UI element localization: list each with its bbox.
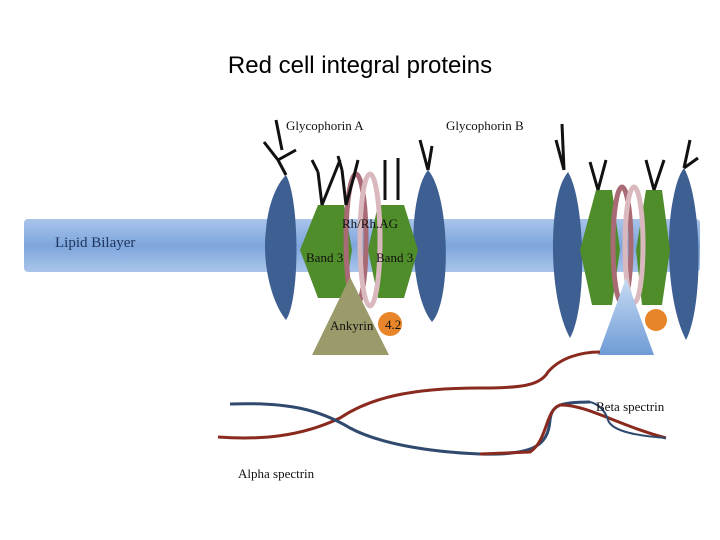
glycophorin-right-1 — [552, 172, 583, 338]
glycan-chains-left — [262, 119, 434, 206]
glycophorin-b-left — [413, 170, 446, 322]
glycan-chains-right — [554, 123, 699, 191]
protein-4-2-right — [645, 309, 667, 331]
glycophorin-b-label: Glycophorin B — [446, 118, 524, 133]
slide-title: Red cell integral proteins — [227, 52, 493, 79]
glycophorin-right-2 — [668, 168, 699, 340]
protein-4-2 — [378, 312, 402, 336]
beta-spectrin-label: Beta spectrin — [596, 399, 665, 414]
band3-left-protein — [300, 205, 352, 298]
beta-spectrin-strand-left — [217, 350, 601, 440]
alpha-spectrin-label: Alpha spectrin — [238, 466, 315, 481]
lipid-bilayer-label: Lipid Bilayer — [55, 235, 135, 251]
glycophorin-a-left — [264, 175, 297, 320]
ankyrin-label: Ankyrin — [330, 318, 374, 333]
glycophorin-a-label: Glycophorin A — [286, 118, 364, 133]
band3-left-label: Band 3 — [306, 250, 343, 265]
alpha-spectrin-strand-right — [589, 401, 667, 439]
band3-right-complex-1 — [580, 190, 620, 305]
band3-right-label: Band 3 — [376, 250, 413, 265]
rh-ring-2 — [357, 171, 383, 309]
protein-4-2-label: 4.2 — [385, 317, 401, 332]
ankyrin-right — [598, 278, 654, 355]
rh-rhag-label: Rh/Rh.AG — [342, 216, 398, 231]
beta-spectrin-strand-right — [479, 403, 667, 456]
ankyrin-protein — [312, 277, 389, 355]
